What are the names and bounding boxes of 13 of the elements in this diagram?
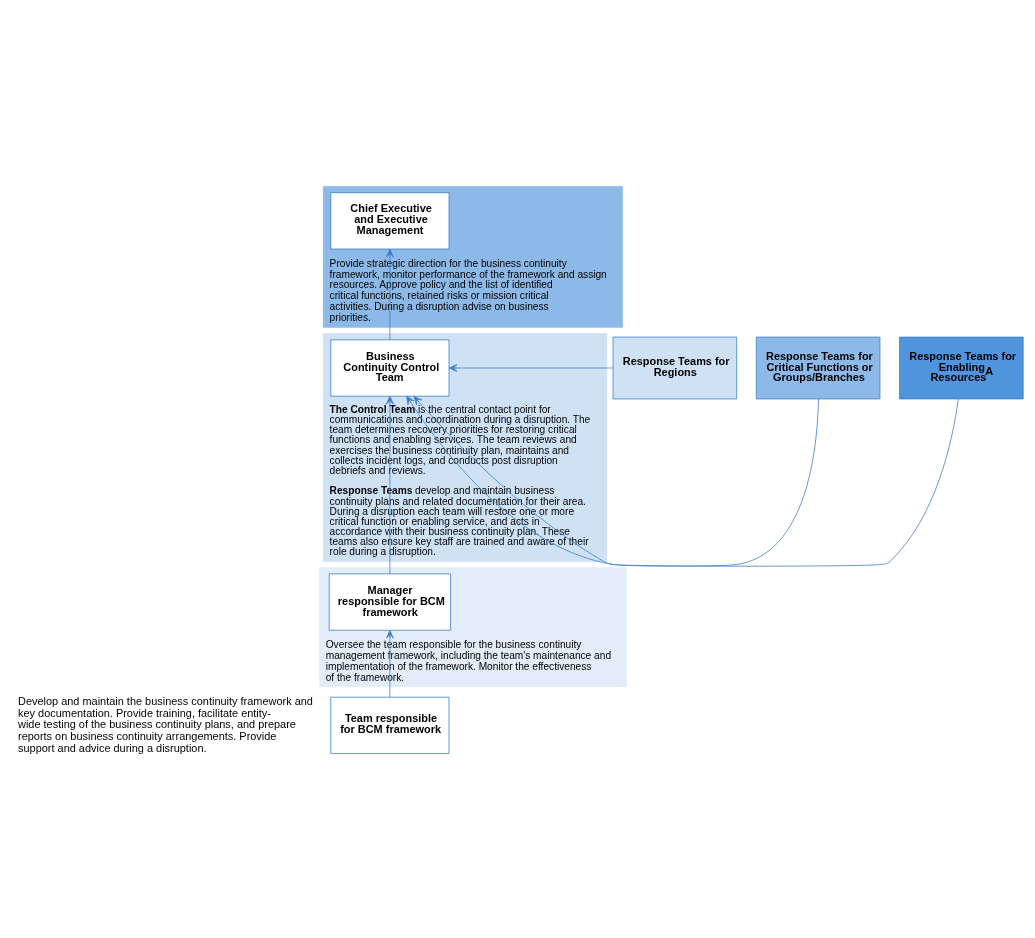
node-box: Response Teams for Regions — [612, 336, 738, 400]
arrow — [386, 395, 394, 575]
node-box: Business Continuity Control Team — [330, 339, 450, 397]
label: Develop and maintain the business continuity framework and key documentation. Provide training, facilitate entity-wide testing of the business continuity plans, and prepare reports on business continuity arrangements. Provide support and advice during a disruption. — [18, 694, 313, 754]
node-box: Response Teams for Critical Functions or Groups/Branches — [755, 336, 881, 400]
arrow — [413, 396, 819, 567]
arrow — [386, 630, 394, 698]
node-box: Chief Executive and Executive Management — [330, 192, 450, 250]
arrow — [406, 395, 959, 567]
arrow — [386, 248, 394, 340]
node-box: Manager responsible for BCM framework — [328, 573, 451, 631]
arrow — [448, 364, 614, 372]
node-box: Team responsible for BCM framework — [330, 696, 450, 754]
